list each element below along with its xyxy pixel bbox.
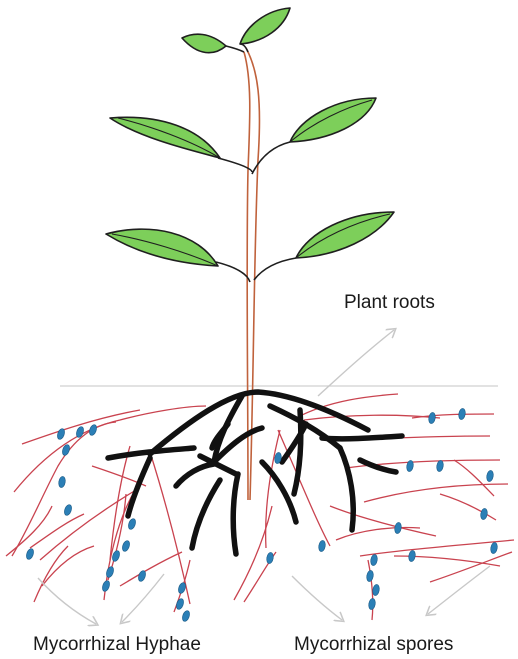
leaf-upper-left: [110, 117, 220, 158]
leaf-lower-left: [106, 229, 218, 266]
arrow-spores-left: [292, 576, 342, 620]
label-arrows: [38, 330, 490, 624]
arrow-hyphae-left: [38, 578, 96, 624]
label-mycorrhizal-spores: Mycorrhizal spores: [294, 634, 453, 656]
leaf-top-left: [182, 34, 226, 53]
plant-roots: [108, 392, 402, 554]
label-mycorrhizal-hyphae: Mycorrhizal Hyphae: [33, 634, 201, 656]
label-plant-roots: Plant roots: [344, 292, 435, 314]
leaf-top-right: [240, 8, 290, 44]
arrow-spores-right: [428, 566, 490, 614]
leaf-lower-right: [296, 212, 394, 258]
leaf-upper-right: [290, 98, 376, 142]
